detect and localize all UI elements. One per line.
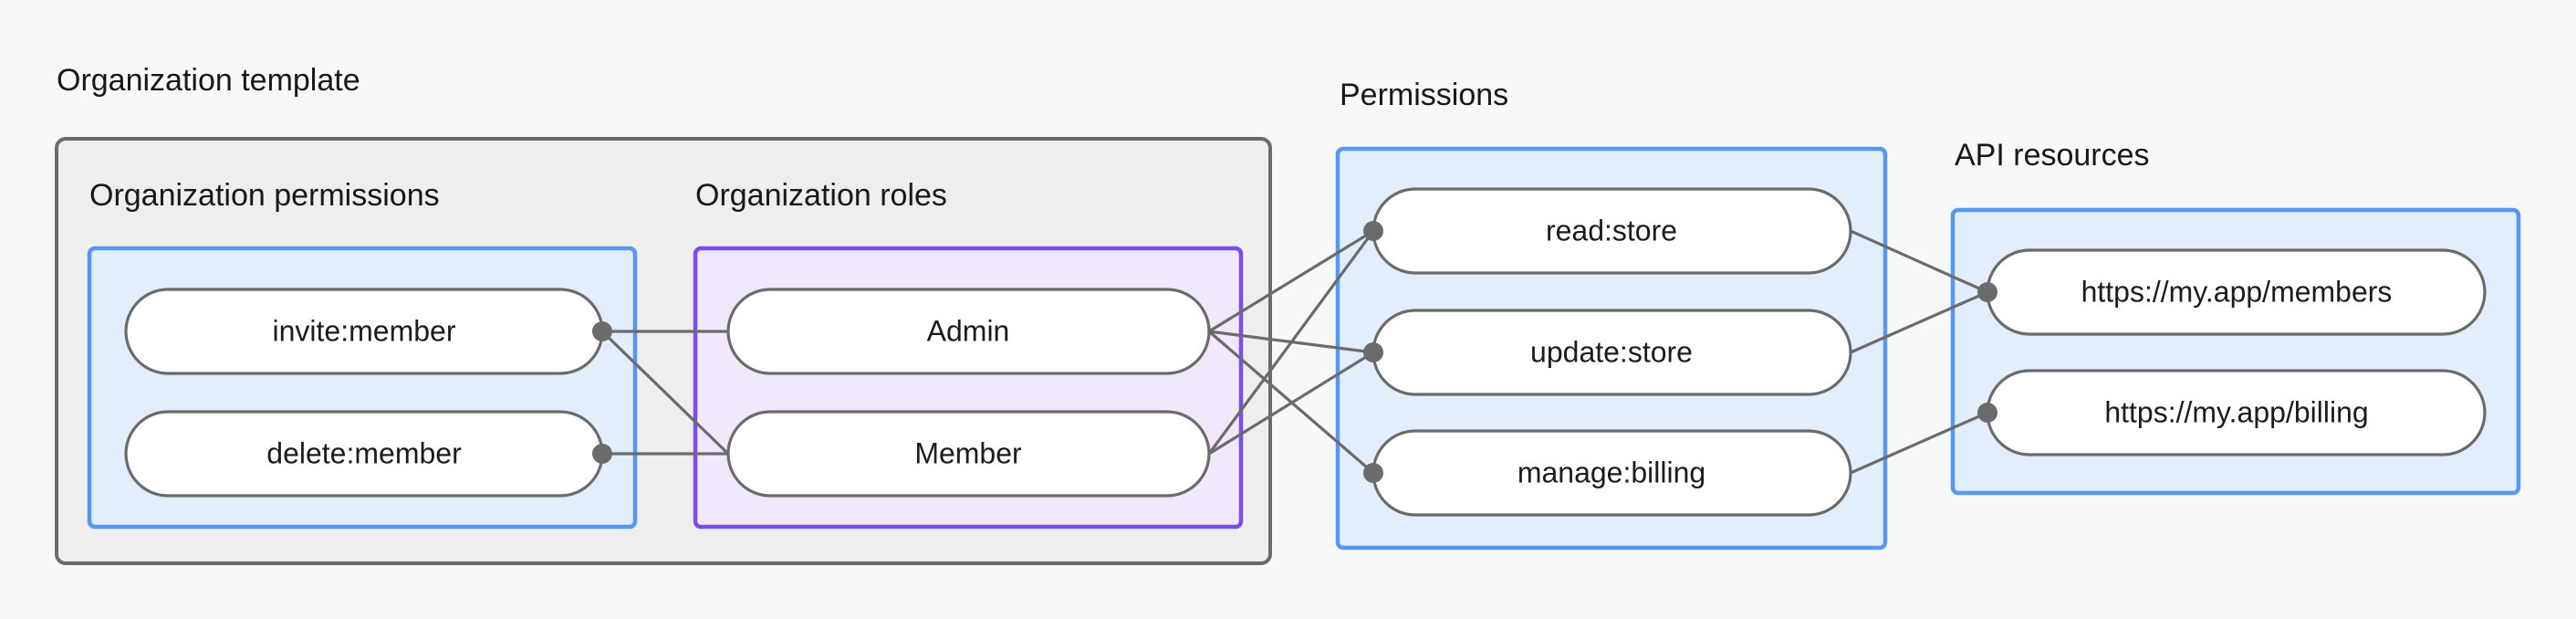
node-billing-url[interactable]: https://my.app/billing [1986,369,2487,456]
organization-permissions-title: Organization permissions [89,178,440,213]
organization-template-title: Organization template [57,63,360,98]
api-resources-title: API resources [1955,138,2150,173]
edge-layer [600,229,1988,475]
edge-admin-to-read-store [1208,229,1374,333]
node-members-url-label: https://my.app/members [2081,275,2393,308]
node-admin-shape[interactable] [726,288,1211,375]
edge-update-store-to-members-url [1850,290,1988,354]
node-delete-member-label: delete:member [266,436,462,469]
node-read-store[interactable]: read:store [1371,187,1852,275]
connector-dot-read-store [1363,221,1383,241]
node-read-store-label: read:store [1546,214,1677,247]
connector-dot-billing-url [1977,403,1997,423]
connection-dot-layer [592,221,1997,483]
connector-dot-invite-member [592,321,612,341]
edge-invite-member-to-member [600,330,730,456]
node-billing-url-label: https://my.app/billing [2104,395,2368,428]
node-manage-billing-label: manage:billing [1517,456,1705,488]
connector-dot-manage-billing [1363,463,1383,483]
connector-dot-delete-member [592,444,612,464]
node-delete-member[interactable]: delete:member [124,410,604,498]
node-member-label: Member [914,436,1022,469]
node-member-shape[interactable] [726,410,1211,498]
edge-read-store-to-members-url [1850,229,1988,294]
node-admin-label: Admin [927,314,1010,347]
edge-member-to-update-store [1208,351,1374,456]
node-invite-member[interactable]: invite:member [124,288,604,375]
connector-dot-update-store [1363,342,1383,362]
node-manage-billing[interactable]: manage:billing [1371,429,1852,517]
edge-member-to-read-store [1207,230,1375,455]
node-members-url[interactable]: https://my.app/members [1986,248,2487,336]
node-update-store-label: update:store [1530,335,1693,368]
edge-manage-billing-to-billing-url [1850,411,1988,475]
node-invite-member-label: invite:member [273,314,456,347]
connector-dot-members-url [1977,282,1997,302]
organization-roles-title: Organization roles [695,178,947,213]
node-admin[interactable]: Admin [726,288,1211,375]
node-member[interactable]: Member [726,410,1211,498]
permissions-title: Permissions [1340,78,1508,112]
node-update-store[interactable]: update:store [1371,309,1852,396]
